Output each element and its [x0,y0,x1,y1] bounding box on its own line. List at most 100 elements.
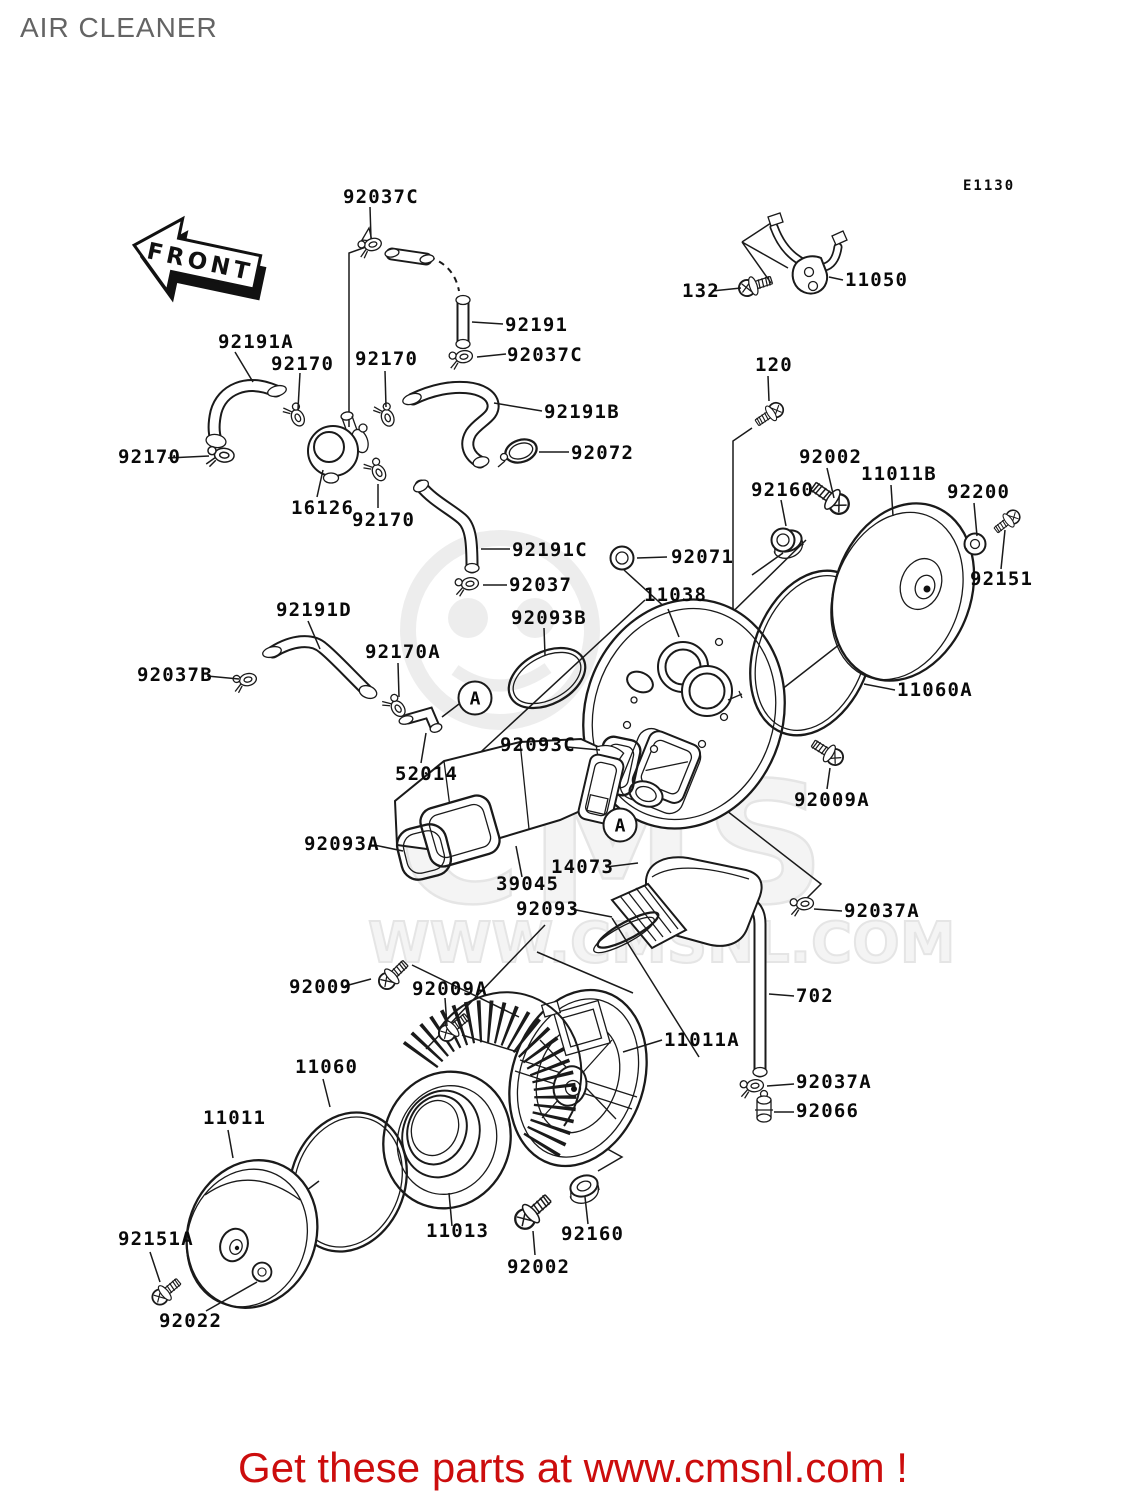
hose-routing-dashed [428,256,460,292]
front-arrow: FRONT [131,215,267,303]
part-label-92170: 92170 [271,353,334,375]
oring-92093b [507,646,587,710]
part-label-11011b: 11011B [861,463,937,485]
part-label-11011a: 11011A [664,1029,740,1051]
part-label-92009a: 92009A [794,789,870,811]
marker-label: A [615,816,626,837]
clamp-92037b [231,670,260,695]
clamp-92170 [371,400,398,431]
part-label-92009: 92009 [289,976,352,998]
funnel-14073 [610,856,763,950]
leader-lines [149,206,1006,1312]
marker-label: A [470,689,481,710]
part-label-92002: 92002 [507,1256,570,1278]
front-arrow-face [131,215,263,295]
screw-92151 [990,505,1025,538]
part-label-92093a: 92093A [304,833,380,855]
part-label-92071: 92071 [671,546,734,568]
hose-92191d [262,635,378,700]
part-label-11013: 11013 [426,1220,489,1242]
part-label-92002: 92002 [799,446,862,468]
valve-92066 [755,1089,773,1123]
part-label-92072: 92072 [571,442,634,464]
hose-92191a [205,379,287,449]
washer-92022 [251,1261,273,1283]
part-label-92170a: 92170A [365,641,441,663]
part-label-92093c: 92093C [500,734,576,756]
clamp-92037 [453,575,481,598]
part-label-92151a: 92151A [118,1228,194,1250]
part-label-92037a: 92037A [844,900,920,922]
part-label-92200: 92200 [947,481,1010,503]
part-label-14073: 14073 [551,856,614,878]
gasket-92093 [593,911,660,954]
part-label-52014: 52014 [395,763,458,785]
part-label-e1130: E1130 [963,178,1015,194]
assembly-markers: AA [457,680,638,843]
duct-39045 [393,737,625,868]
nut-92160 [564,1170,604,1209]
part-label-92093b: 92093B [511,607,587,629]
gasket-92093a [395,823,453,881]
grommet-92071 [609,545,635,571]
hardware [147,235,1025,1310]
marker-circle [457,680,493,716]
part-label-92191: 92191 [505,314,568,336]
filter-11013 [382,991,583,1210]
gasket-11060 [288,1111,408,1253]
part-label-92022: 92022 [159,1310,222,1332]
part-label-92170: 92170 [118,446,181,468]
washer-92200 [963,532,987,556]
part-label-16126: 16126 [291,497,354,519]
part-label-11038: 11038 [644,584,707,606]
hose-92191-top-tube [384,247,435,266]
part-label-132: 132 [682,280,720,302]
watermark-skull-eye [448,598,488,638]
clamp-92170 [205,445,236,470]
part-label-92093: 92093 [516,898,579,920]
grommet-92071 [770,527,796,553]
part-label-92066: 92066 [796,1100,859,1122]
part-label-92160: 92160 [751,479,814,501]
part-label-92170: 92170 [355,348,418,370]
backplate-11011a [508,988,648,1168]
cover-11011 [185,1159,319,1309]
part-label-92170: 92170 [352,509,415,531]
part-label-92191d: 92191D [276,599,352,621]
footer-banner-link[interactable]: Get these parts at www.cmsnl.com ! [238,1444,908,1491]
bolt-120 [751,398,788,431]
part-label-92151: 92151 [970,568,1033,590]
part-label-702: 702 [796,985,834,1007]
bolt-132 [735,270,776,301]
clamp-92072 [497,438,538,468]
part-label-92191a: 92191A [218,331,294,353]
hose-92191c [412,479,480,574]
marker-circle [602,807,638,843]
watermark-skull-outline [400,530,600,730]
bracket-11050 [767,212,848,295]
page-title: AIR CLEANER [20,12,218,43]
clamp-92037c [447,348,475,371]
screw-92151a [147,1273,186,1310]
part-label-92160: 92160 [561,1223,624,1245]
part-label-11050: 11050 [845,269,908,291]
part-label-92037c: 92037C [507,344,583,366]
part-label-39045: 39045 [496,873,559,895]
clamp-92170 [361,455,390,487]
part-label-11011: 11011 [203,1107,266,1129]
cover-11011b [830,502,976,682]
part-label-92191c: 92191C [512,539,588,561]
part-label-11060: 11060 [295,1056,358,1078]
part-label-92037c: 92037C [343,186,419,208]
watermark-skull-mouth [451,663,552,692]
watermark-skull-eye [515,598,555,638]
fitting-52014 [398,706,443,733]
part-label-92037: 92037 [509,574,572,596]
part-label-92037b: 92037B [137,664,213,686]
part-label-92191b: 92191B [544,401,620,423]
part-label-92009a: 92009A [412,978,488,1000]
hose-92191b [402,380,500,469]
